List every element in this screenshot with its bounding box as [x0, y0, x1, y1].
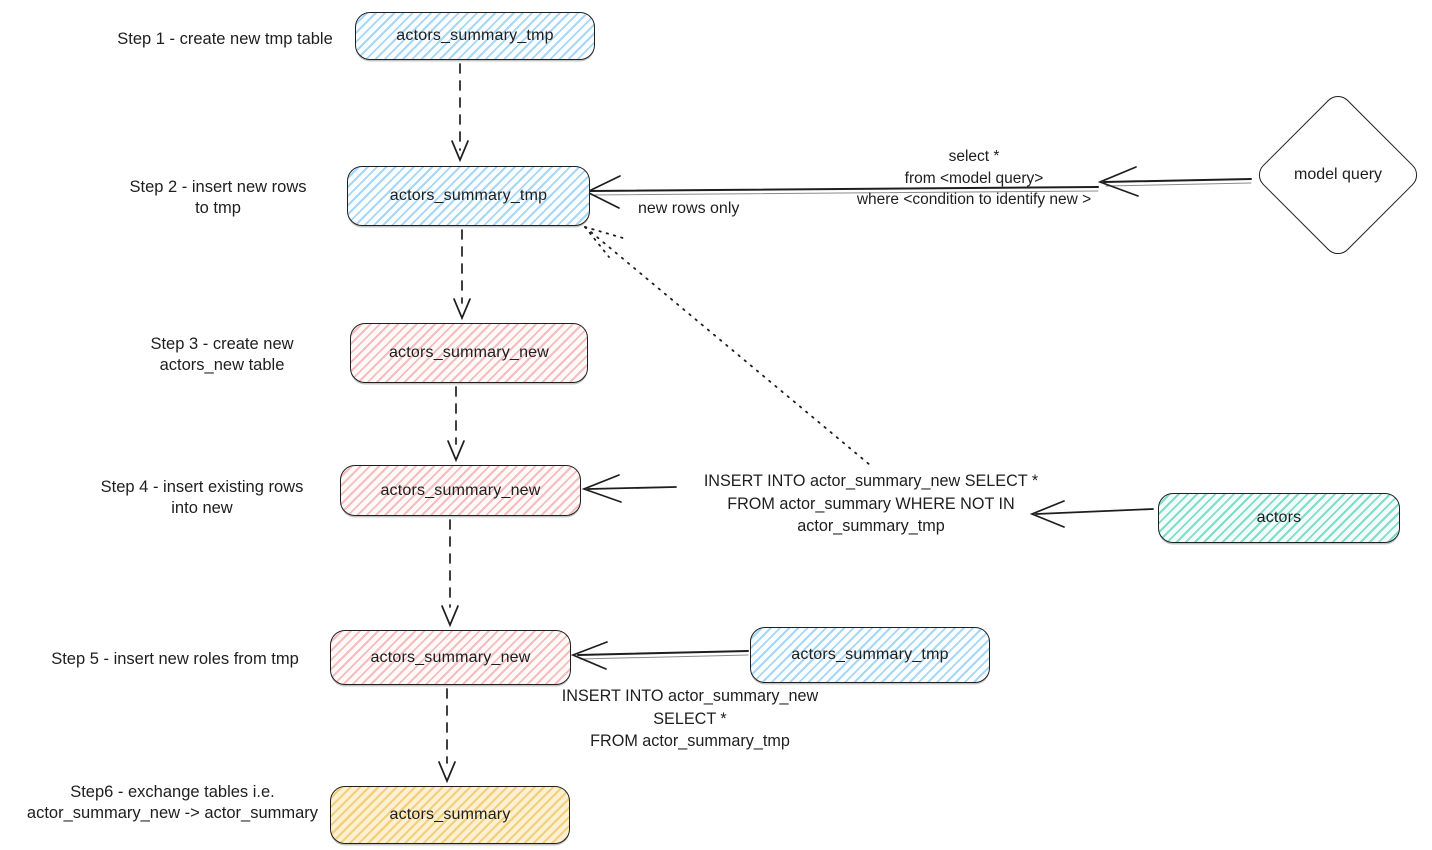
dashed-arrow-step3-step4 — [447, 386, 465, 463]
node-step6-actors-summary: actors_summary — [330, 786, 570, 844]
step3-label: Step 3 - create new actors_new table — [150, 335, 294, 374]
step2-label: Step 2 - insert new rows to tmp — [129, 178, 307, 217]
dashed-arrow-step1-step2 — [451, 63, 469, 163]
dotted-arrow-sql-to-step2 — [584, 226, 871, 466]
node-label: model query — [1293, 165, 1383, 183]
arrow-modelquery-to-sql — [1097, 166, 1252, 197]
step4-label: Step 4 - insert existing rows into new — [100, 478, 304, 517]
node-step3-actors-summary-new: actors_summary_new — [350, 323, 588, 383]
dashed-arrow-step5-step6 — [438, 688, 456, 784]
node-label: actors_summary_tmp — [389, 187, 548, 204]
node-label: actors_summary_tmp — [791, 646, 949, 663]
annotation-step5-sql: INSERT INTO actor_summary_new SELECT * F… — [561, 687, 819, 750]
node-label: actors_summary_new — [380, 481, 541, 499]
step5-label: Step 5 - insert new roles from tmp — [51, 650, 299, 668]
node-label: actors_summary_new — [370, 648, 531, 666]
node-label: actors_summary_new — [388, 344, 550, 361]
arrow-tmp-into-step5 — [570, 641, 749, 670]
step6-label: Step6 - exchange tables i.e. actor_summa… — [26, 783, 319, 822]
annotation-new-rows-only: new rows only — [638, 200, 740, 217]
dashed-arrow-step4-step5 — [441, 519, 459, 628]
node-actors: actors — [1158, 493, 1400, 543]
node-step2-actors-summary-tmp: actors_summary_tmp — [347, 166, 590, 226]
node-step1-actors-summary-tmp: actors_summary_tmp — [355, 12, 595, 60]
node-step4-actors-summary-new: actors_summary_new — [340, 465, 581, 516]
annotation-step4-sql: INSERT INTO actor_summary_new SELECT * F… — [703, 472, 1039, 535]
node-label: actors — [1256, 509, 1302, 526]
node-label: actors_summary_tmp — [396, 27, 554, 44]
node-label: actors_summary — [389, 806, 511, 823]
annotation-model-query-sql: select * from <model query> where <condi… — [856, 148, 1092, 208]
arrow-actors-to-sql — [1029, 500, 1154, 528]
node-step5-actors-summary-new: actors_summary_new — [330, 630, 571, 685]
step1-label: Step 1 - create new tmp table — [117, 30, 333, 48]
dashed-arrow-step2-step3 — [453, 229, 471, 321]
node-step5-source-actors-summary-tmp: actors_summary_tmp — [750, 627, 990, 683]
arrow-sql-into-step4 — [581, 474, 677, 503]
